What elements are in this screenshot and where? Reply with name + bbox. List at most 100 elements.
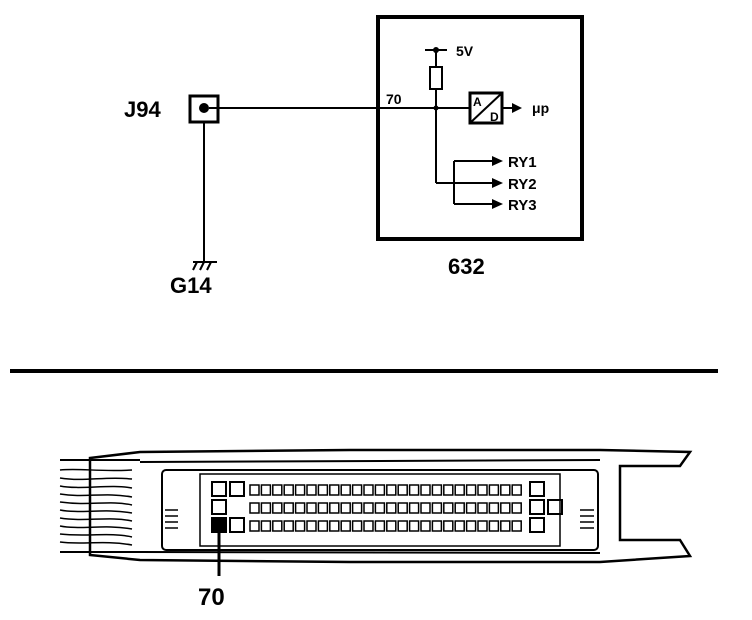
guide-square (211, 499, 227, 515)
pin-cavity (340, 520, 351, 532)
pin-cavity (500, 484, 511, 496)
pin-cavity (317, 502, 329, 514)
pin-cavity (317, 520, 329, 532)
guide-square (229, 481, 245, 497)
pin-cavity (294, 484, 306, 496)
pin-cavity (477, 520, 488, 532)
adc-output-arrow (512, 103, 522, 113)
wire-bundle (59, 468, 133, 546)
pin-cavity (443, 502, 454, 514)
pin-cavity (329, 520, 340, 532)
guide-square (529, 517, 545, 533)
pin-cavity (500, 520, 511, 532)
pin-cavity (488, 484, 500, 496)
resistor-junction (433, 105, 439, 111)
pin-cavity (443, 520, 454, 532)
pin-cavity (477, 502, 488, 514)
pin-cavity (420, 502, 431, 514)
pin-cavity (408, 502, 420, 514)
pin-cavity (283, 520, 294, 532)
ground-label: G14 (170, 273, 212, 298)
pin-rows (249, 484, 522, 532)
pin-cavity (283, 502, 294, 514)
pin-cavity (363, 520, 374, 532)
adc-d-label: D (490, 110, 499, 124)
pin-cavity (260, 484, 272, 496)
pin-cavity (306, 484, 317, 496)
pin-cavity (306, 502, 317, 514)
pin-label: 70 (386, 91, 402, 107)
guide-square (211, 481, 227, 497)
pin-cavity (340, 502, 351, 514)
schematic: J94 G14 632 70 5V A D μp (124, 15, 584, 298)
pin-cavity (408, 484, 420, 496)
guide-square (229, 517, 245, 533)
pin-cavity (465, 502, 477, 514)
pin-cavity (488, 502, 500, 514)
connector-view (59, 448, 693, 576)
guide-square (547, 499, 563, 515)
connector-face (161, 469, 599, 551)
pin-cavity (249, 520, 260, 532)
pin-cavity (431, 484, 443, 496)
pin-cavity (386, 520, 397, 532)
relay-label-2: RY2 (508, 176, 537, 193)
pin-cavity (431, 502, 443, 514)
pin-cavity (386, 502, 397, 514)
connector-housing (88, 448, 693, 564)
pin-cavity (351, 520, 363, 532)
relay-label-3: RY3 (508, 197, 537, 214)
relay-arrow-2 (492, 178, 503, 188)
latch-right (580, 509, 594, 529)
pin-cavity (294, 502, 306, 514)
output-label: μp (532, 100, 549, 116)
pin-cavity (306, 520, 317, 532)
pin-cavity (351, 502, 363, 514)
pin-cavity (431, 520, 443, 532)
pin-cavity (374, 484, 386, 496)
pin-cavity (500, 502, 511, 514)
pin-cavity (294, 520, 306, 532)
pin-cavity (283, 484, 294, 496)
pin-cavity (272, 520, 283, 532)
adc-a-label: A (473, 95, 482, 109)
pin-cavity (420, 520, 431, 532)
pin-cavity (317, 484, 329, 496)
pin-cavity (511, 520, 522, 532)
relay-label-1: RY1 (508, 154, 537, 171)
pin-cavity (454, 502, 465, 514)
latch-left (165, 509, 178, 529)
guide-square (529, 499, 545, 515)
pin-cavity (374, 520, 386, 532)
pin-cavity (465, 484, 477, 496)
pin-cavity (363, 502, 374, 514)
pin-cavity (465, 520, 477, 532)
pin-cavity (340, 484, 351, 496)
pin-cavity (260, 502, 272, 514)
pin-cavity (329, 502, 340, 514)
pin-cavity (249, 484, 260, 496)
pin-cavity (477, 484, 488, 496)
supply-label: 5V (456, 43, 474, 59)
pin-cavity (351, 484, 363, 496)
connector-j94-pin (199, 103, 209, 113)
pin-cavity (443, 484, 454, 496)
housing-inner-bottom (139, 551, 601, 554)
housing-inner-top (139, 459, 601, 463)
pin-cavity (397, 520, 408, 532)
pin-70-highlight (211, 517, 227, 533)
pin-cavity (511, 484, 522, 496)
pin-cavity (260, 520, 272, 532)
pin-cavity (272, 484, 283, 496)
pin-cavity (386, 484, 397, 496)
pullup-resistor (429, 66, 443, 90)
connector-label: J94 (124, 97, 161, 122)
pin-cavity (408, 520, 420, 532)
pin-callout-label: 70 (198, 584, 225, 611)
module-label: 632 (448, 254, 485, 279)
relay-arrow-3 (492, 199, 503, 209)
connector-face-inner (199, 473, 561, 547)
adc-diagonal (469, 92, 503, 124)
module-632-box (376, 15, 584, 241)
relay-arrow-1 (492, 156, 503, 166)
